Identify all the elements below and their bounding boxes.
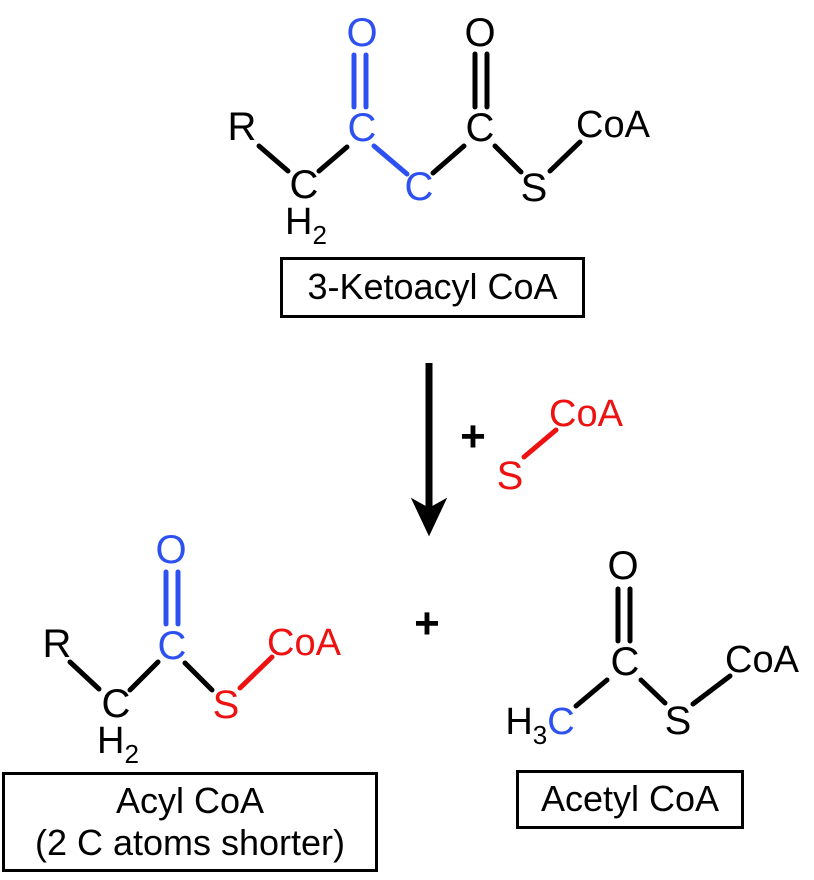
h-label: H (285, 201, 313, 243)
atom-ketoacyl-coa: CoA (576, 104, 650, 146)
h2-subscript: 2 (312, 220, 327, 250)
bond-ch2-ketoc (316, 144, 350, 174)
caption-box-ketoacyl: 3-Ketoacyl CoA (280, 257, 585, 318)
bond-acetyl-s-coa (690, 673, 733, 707)
atom-ketoacyl-h2: H2 (285, 201, 327, 248)
h-label: H (505, 701, 533, 743)
atom-acyl-h2: H2 (97, 720, 139, 767)
bond-acyl-r-ch2 (67, 659, 102, 692)
caption-box-acetyl: Acetyl CoA (516, 770, 744, 829)
h3-subscript: 3 (532, 720, 548, 750)
atom-acyl-coa: CoA (267, 622, 341, 664)
atom-acetyl-carbonyl-o: O (607, 544, 639, 588)
atom-ketoacyl-r: R (227, 105, 257, 149)
caption-acetyl: Acetyl CoA (540, 778, 720, 820)
methyl-c-label: C (547, 701, 575, 743)
atom-acetyl-coa: CoA (725, 639, 799, 681)
atom-acyl-ch2-c: C (101, 682, 131, 726)
caption-box-acyl: Acyl CoA (2 C atoms shorter) (2, 772, 378, 872)
atom-ketoacyl-thioester-o: O (464, 11, 496, 55)
caption-acyl-line1: Acyl CoA (115, 779, 265, 821)
bond-thioc-s (492, 143, 524, 175)
atom-ketoacyl-keto-o: O (346, 11, 378, 55)
bond-reagent-s-coa (521, 427, 559, 460)
atom-ketoacyl-alpha-c: C (404, 165, 434, 209)
atom-acetyl-carbonyl-c: C (610, 640, 640, 684)
reaction-arrow-head (410, 497, 448, 537)
bond-acetyl-ch3-c (573, 677, 610, 709)
bond-acyl-c-s (182, 660, 215, 693)
atom-acetyl-methyl-group: H3C (505, 701, 575, 748)
atom-ketoacyl-s: S (520, 166, 548, 210)
plus-sign-products: + (414, 599, 440, 648)
bond-s-coa (547, 139, 583, 174)
h-label: H (97, 720, 125, 762)
atom-ketoacyl-keto-c: C (347, 106, 377, 150)
caption-ketoacyl: 3-Ketoacyl CoA (307, 266, 558, 308)
atom-acyl-carbonyl-o: O (155, 528, 187, 572)
caption-acyl-line2: (2 C atoms shorter) (34, 822, 346, 863)
bond-acyl-ch2-c (127, 659, 161, 693)
bond-alphac-thioc (430, 143, 467, 176)
bond-ketoc-alphac (371, 143, 410, 177)
atom-acetyl-s: S (664, 699, 692, 743)
atom-acyl-carbonyl-c: C (157, 624, 187, 668)
atom-acyl-s: S (212, 683, 240, 727)
bond-r-ch2 (256, 143, 291, 174)
atom-ketoacyl-thioester-c: C (465, 106, 495, 150)
plus-sign-reagent: + (460, 412, 486, 461)
atom-reagent-coa: CoA (549, 393, 623, 435)
atom-ketoacyl-ch2-c: C (289, 163, 319, 207)
h2-subscript: 2 (124, 739, 139, 769)
atom-reagent-s: S (496, 454, 524, 498)
bond-acyl-s-coa (237, 654, 275, 691)
atom-acyl-r: R (42, 622, 72, 666)
bond-acetyl-c-s (638, 677, 668, 706)
